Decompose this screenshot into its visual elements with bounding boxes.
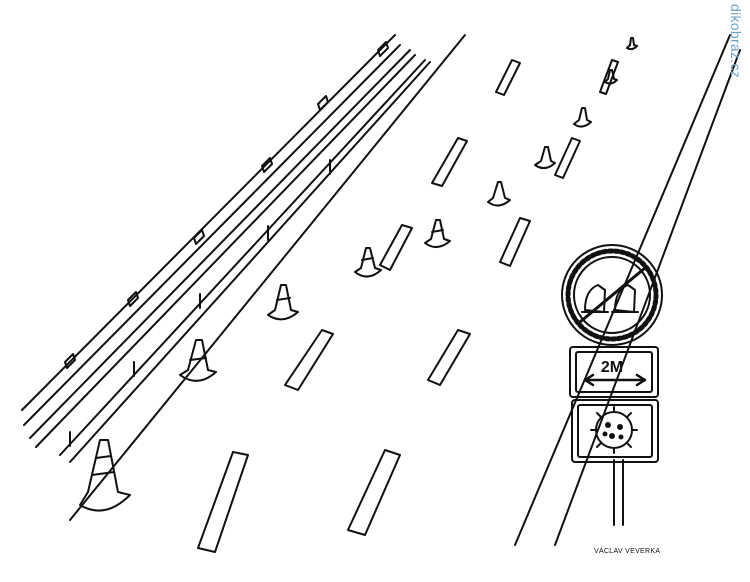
traffic-cone (604, 69, 618, 85)
sign-pole (613, 459, 624, 526)
road-left-edge (69, 34, 466, 521)
traffic-cone (354, 247, 382, 278)
traffic-cone (626, 37, 638, 51)
guardrail (21, 34, 431, 463)
distance-sign (569, 346, 659, 398)
artist-signature: VÁCLAV VEVERKA (594, 548, 661, 555)
virus-sign (571, 399, 659, 463)
coronavirus-icon (590, 406, 638, 454)
traffic-cone (573, 107, 592, 128)
lane-markings (197, 59, 619, 553)
traffic-cone (424, 219, 451, 248)
crossed-out-shoes-icon (581, 284, 639, 313)
watermark: dikobraz.cz (728, 4, 744, 79)
traffic-cone (179, 339, 217, 382)
traffic-cone (79, 439, 131, 512)
double-arrow-icon (583, 373, 647, 387)
distance-sign-label: 2M (601, 359, 623, 376)
traffic-cones (79, 37, 638, 512)
prohibition-sign (561, 244, 663, 346)
traffic-cone (487, 181, 511, 207)
guardrail-posts (64, 41, 389, 447)
traffic-cone (534, 146, 556, 169)
road-right-edge (514, 34, 731, 546)
road-right-shoulder (554, 49, 741, 546)
traffic-cone (267, 284, 299, 321)
